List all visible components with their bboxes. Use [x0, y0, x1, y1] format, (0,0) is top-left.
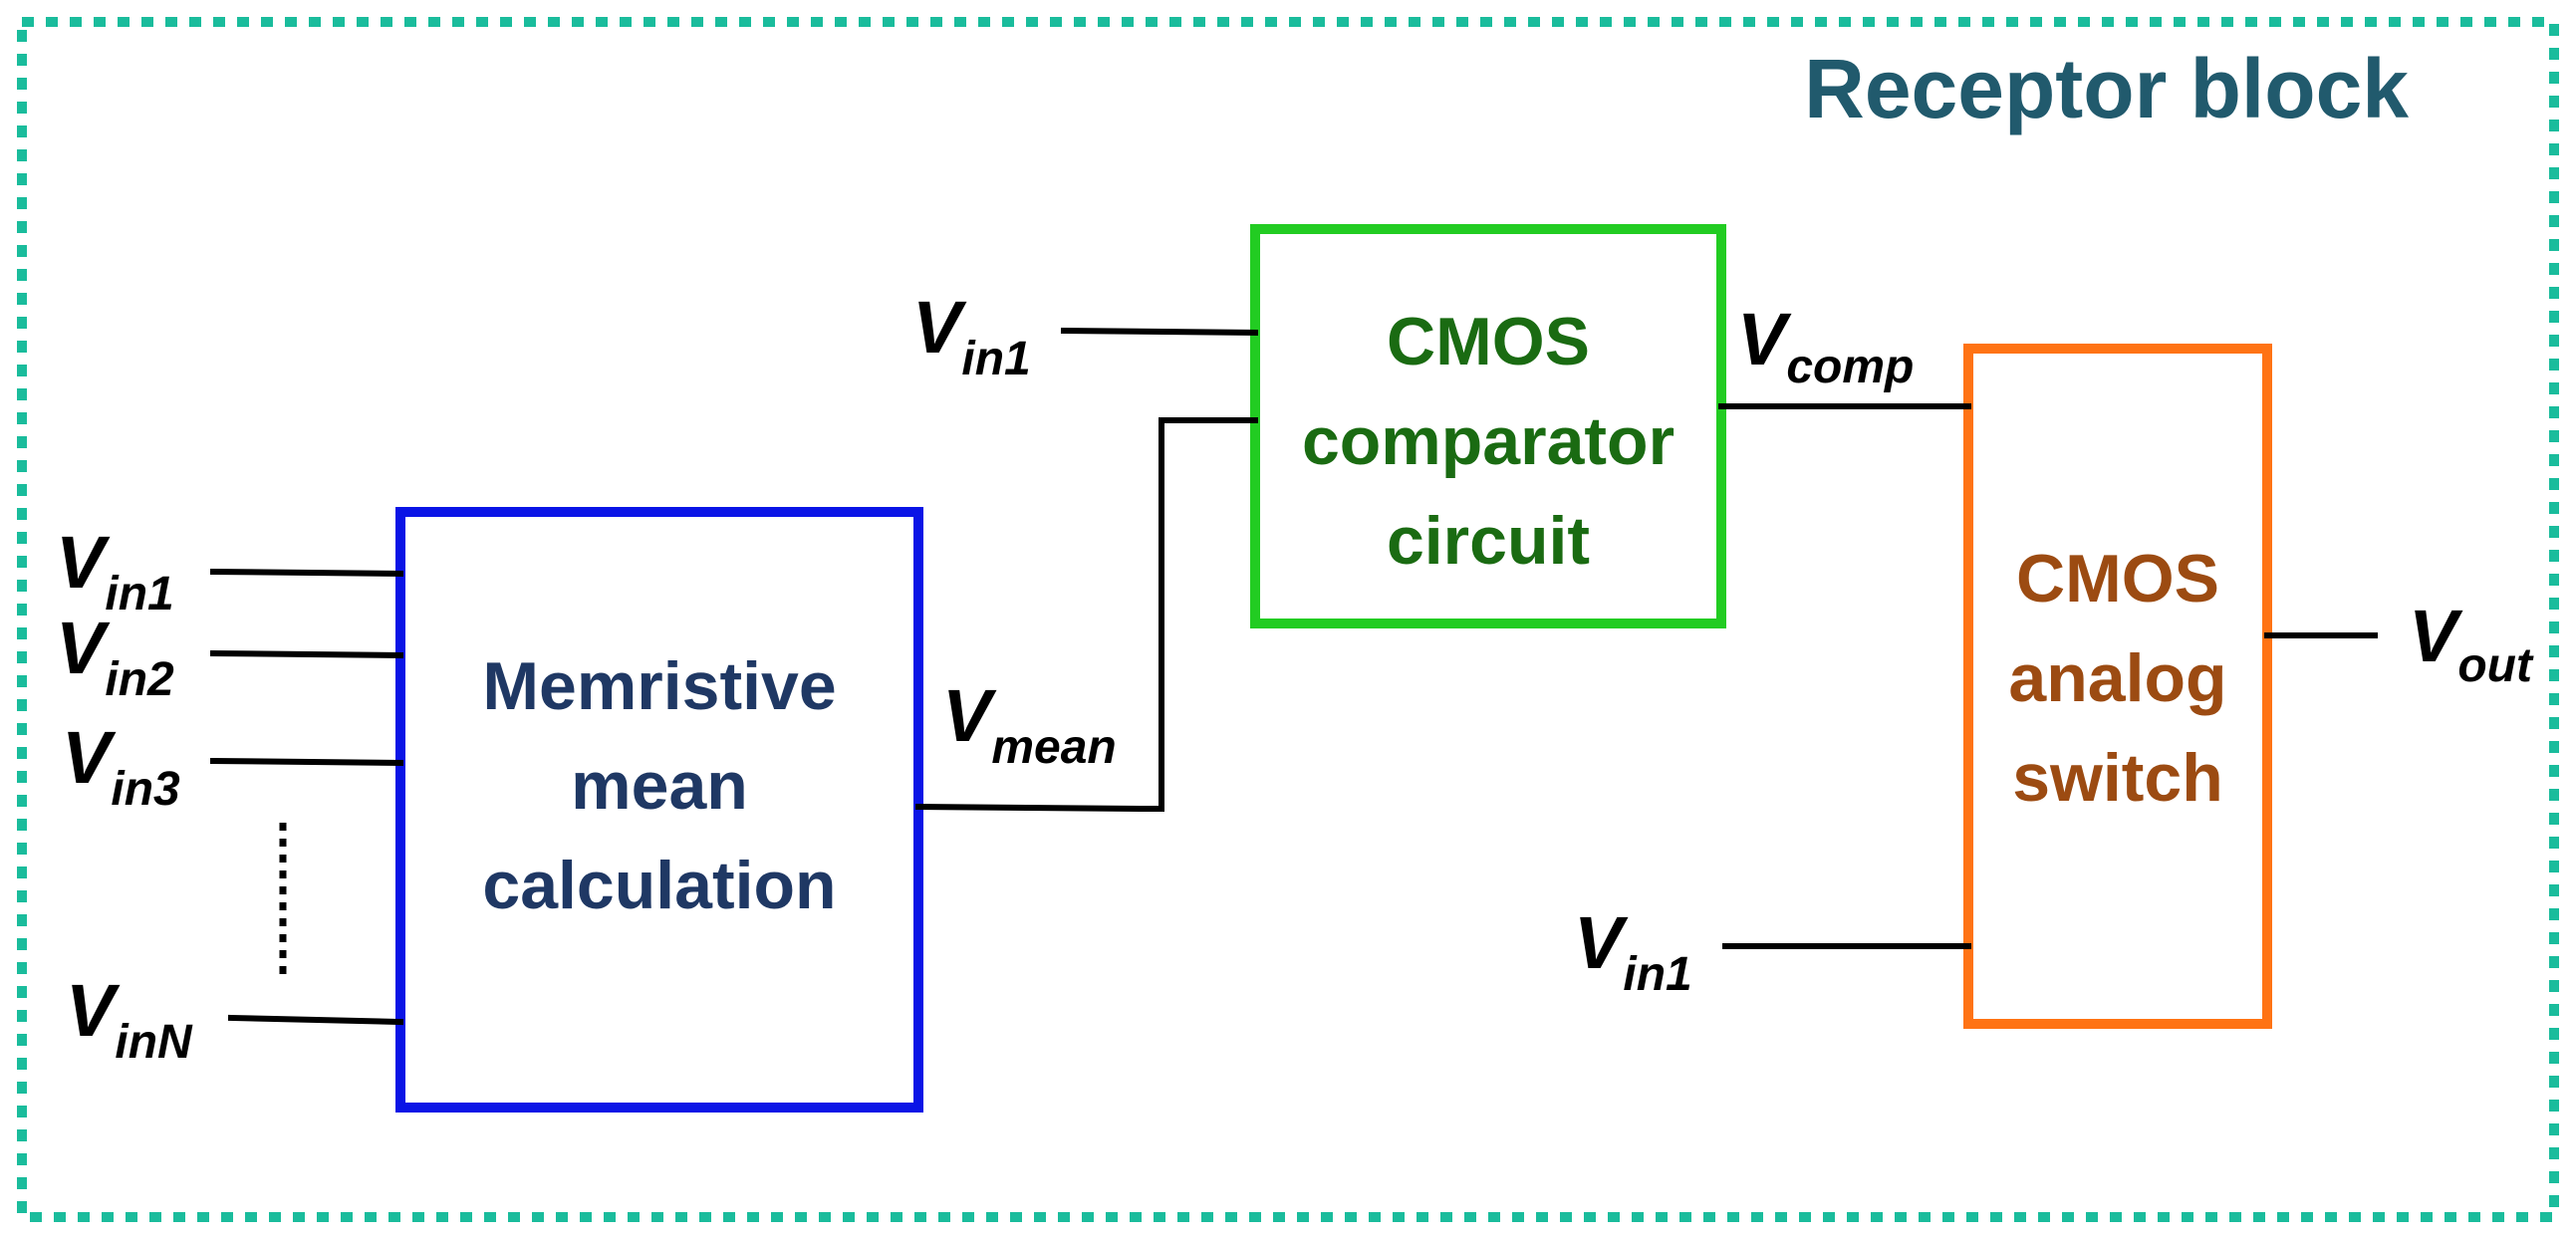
switch-block-line-1: CMOS [2016, 541, 2219, 617]
mean-block-line-2: mean [571, 748, 748, 824]
wire-vmean [914, 417, 1258, 812]
comparator-block [1250, 224, 1726, 628]
switch-block-line-3: switch [2012, 740, 2223, 816]
label-vinN-mean: VinN [66, 969, 193, 1069]
label-vcomp: Vcomp [1737, 298, 1914, 393]
wire-vin1-mean [209, 568, 404, 578]
frame-title: Receptor block [1804, 42, 2409, 135]
switch-block-line-2: analog [2008, 640, 2226, 716]
analog-switch-block [1963, 344, 2272, 1029]
wire-vin2-mean [209, 649, 404, 659]
label-vin1-comp: Vin1 [912, 286, 1031, 385]
wire-vin3-mean [209, 757, 404, 767]
wire-vin1-comp [1060, 327, 1259, 337]
comparator-block-line-2: comparator [1302, 403, 1674, 479]
label-vout: Vout [2409, 595, 2534, 692]
comparator-block-line-1: CMOS [1387, 304, 1590, 379]
comparator-block-line-3: circuit [1387, 503, 1590, 579]
label-vin2-mean: Vin2 [56, 607, 174, 706]
label-vin3-mean: Vin3 [62, 716, 180, 816]
label-vin1-switch: Vin1 [1574, 901, 1692, 1001]
wire-vinN-mean [227, 1014, 404, 1026]
mean-block-line-1: Memristive [482, 648, 836, 724]
label-vin1-mean: Vin1 [56, 521, 174, 620]
mean-block-line-3: calculation [482, 848, 836, 923]
label-vmean: Vmean [942, 674, 1117, 774]
